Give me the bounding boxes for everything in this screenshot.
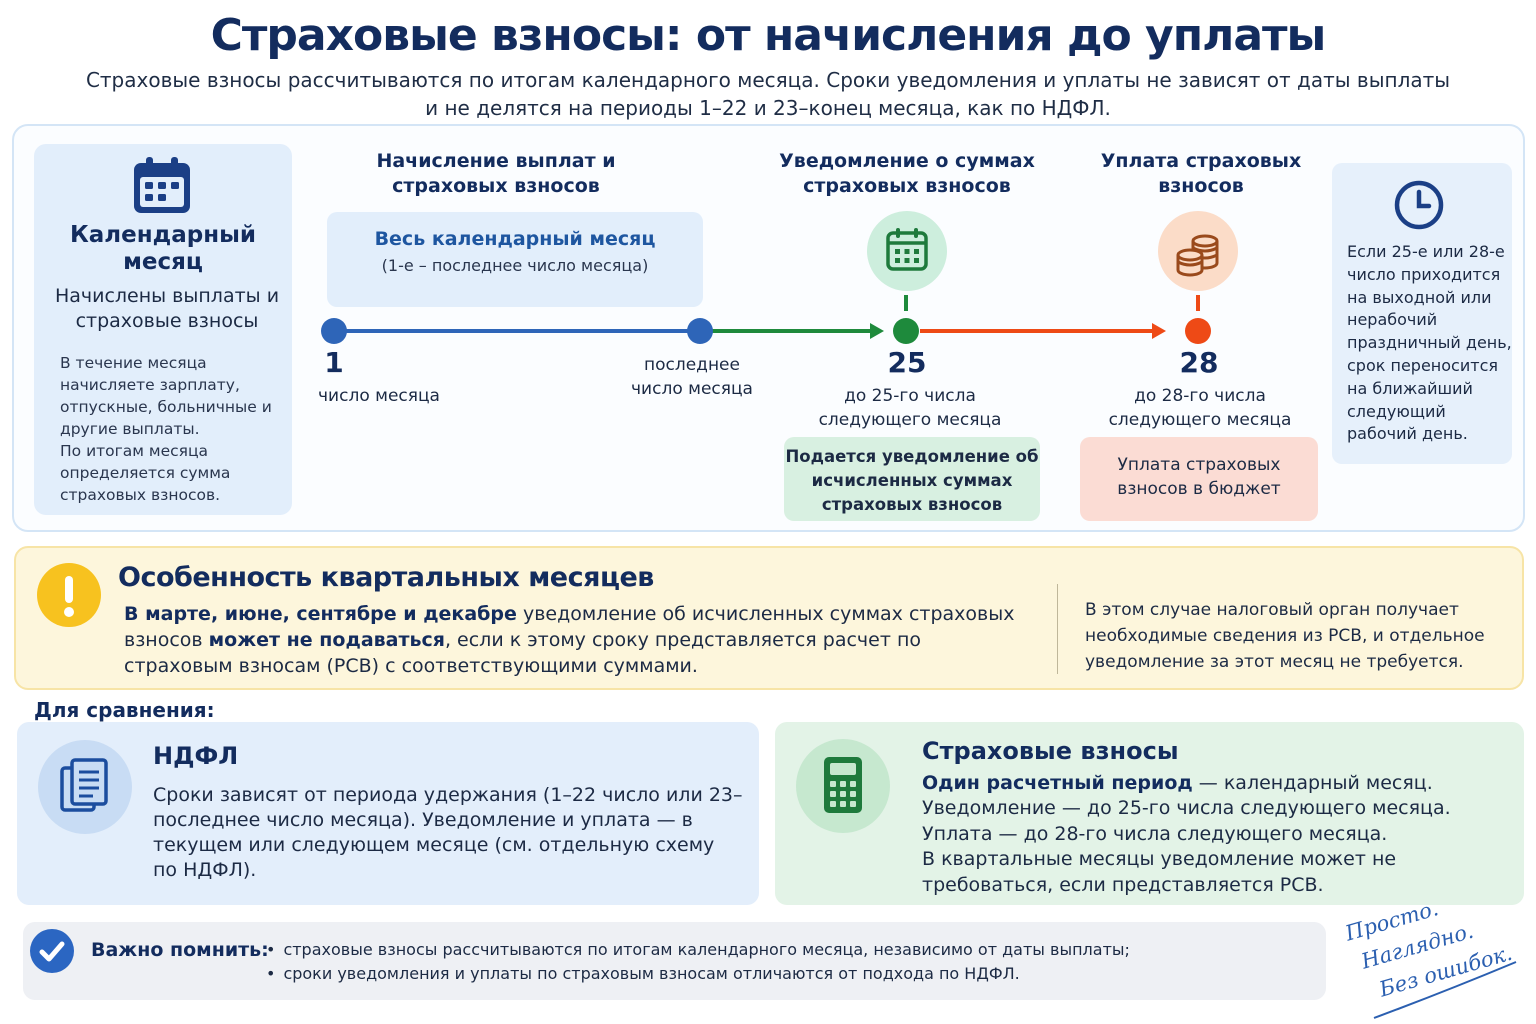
insurance-text: Один расчетный период — календарный меся… [922,771,1512,898]
calendar-desc-1: В течение месяца начисляете зарплату, от… [60,354,272,438]
coins-icon [1176,234,1219,277]
insurance-line-1-bold: Один расчетный период [922,772,1193,794]
month-end-label: последнее число месяца [631,355,753,399]
quarter-right-text: В этом случае налоговый орган получает н… [1085,600,1485,672]
insurance-line-3: Уплата — до 28-го числа следующего месяц… [922,822,1388,845]
day-number-1: 1 [324,346,344,379]
slogan-underline [1373,961,1517,1019]
slogan: Просто. Наглядно. Без ошибок. [1343,896,1529,1020]
whole-month-title: Весь календарный месяц [374,228,656,250]
quarter-text-c: , если к этому сроку представляется расч… [124,629,921,677]
quarter-months: В марте, июне, сентябре и декабре [124,603,517,625]
ndfl-text: Сроки зависят от периода удержания (1–22… [153,784,743,881]
quarter-panel [14,546,1524,690]
compare-title: Для сравнения: [34,698,215,722]
remember-title: Важно помнить: [91,939,269,961]
calendar-month-subtitle: Начислены выплаты и страховые взносы [54,285,280,332]
calendar-icon [886,228,928,271]
payment-deadline-label: до 28-го числа следующего месяца [1108,386,1292,430]
check-icon [30,929,74,973]
payment-box: Уплата страховых взносов в бюджет [1080,437,1318,521]
calendar-icon [134,157,190,213]
subtitle-line-2: и не делятся на периоды 1–22 и 23–конец … [425,96,1111,120]
notice-box: Подается уведомление об исчисленных сумм… [784,437,1040,521]
insurance-icon-circle [796,739,890,833]
insurance-card [775,722,1524,905]
clock-icon [1394,180,1444,230]
remember-item: страховые взносы рассчитываются по итога… [266,938,1316,962]
remember-item: сроки уведомления и уплаты по страховым … [266,962,1316,986]
calendar-month-description: В течение месяца начисляете зарплату, от… [60,352,282,506]
document-icon [60,758,108,812]
ndfl-icon-circle [38,740,132,834]
stage-heading-notice: Уведомление о суммах страховых взносов [779,150,1035,197]
stage-heading-payment: Уплата страховых взносов [1100,150,1302,197]
remember-list: страховые взносы рассчитываются по итога… [266,938,1316,986]
calculator-icon [824,757,862,813]
day-number-28: 28 [1179,346,1219,379]
deadline-shift-text: Если 25-е или 28-е число приходится на в… [1347,242,1512,444]
notice-deadline-label: до 25-го числа следующего месяца [818,386,1002,430]
whole-month-box: Весь календарный месяц (1-е – последнее … [327,212,703,307]
insurance-title: Страховые взносы [922,737,1179,765]
page-subtitle: Страховые взносы рассчитываются по итога… [60,66,1476,122]
insurance-line-1: Один расчетный период — календарный меся… [922,771,1512,796]
insurance-line-4: В квартальные месяцы уведомление может н… [922,848,1397,896]
day-number-25: 25 [887,346,927,379]
calendar-month-title: Календарный месяц [69,222,257,275]
payment-icon-circle [1158,211,1238,291]
page-title: Страховые взносы: от начисления до уплат… [210,10,1327,61]
quarter-text: В марте, июне, сентябре и декабре уведом… [124,601,1034,679]
notice-icon-circle [867,211,947,291]
deadline-shift-note [1332,163,1512,464]
whole-month-range: (1-е – последнее число месяца) [381,256,649,275]
quarter-bold-b: может не подаваться [208,629,445,651]
quarter-text-a: уведомление об исчисленных суммах страхо… [124,603,1015,651]
subtitle-line-1: Страховые взносы рассчитываются по итога… [85,68,1451,92]
day-1-label: число месяца [318,386,440,406]
quarter-title: Особенность квартальных месяцев [118,562,654,593]
warning-icon [37,563,101,627]
quarter-divider [1057,584,1058,674]
stage-heading-accrual: Начисление выплат и страховых взносов [376,150,616,197]
insurance-line-2: Уведомление — до 25-го числа следующего … [922,797,1451,820]
ndfl-title: НДФЛ [153,742,239,770]
ndfl-card [17,722,759,905]
calendar-desc-2: По итогам месяца определяется сумма стра… [60,442,231,504]
insurance-line-1-rest: — календарный месяц. [1192,772,1433,794]
